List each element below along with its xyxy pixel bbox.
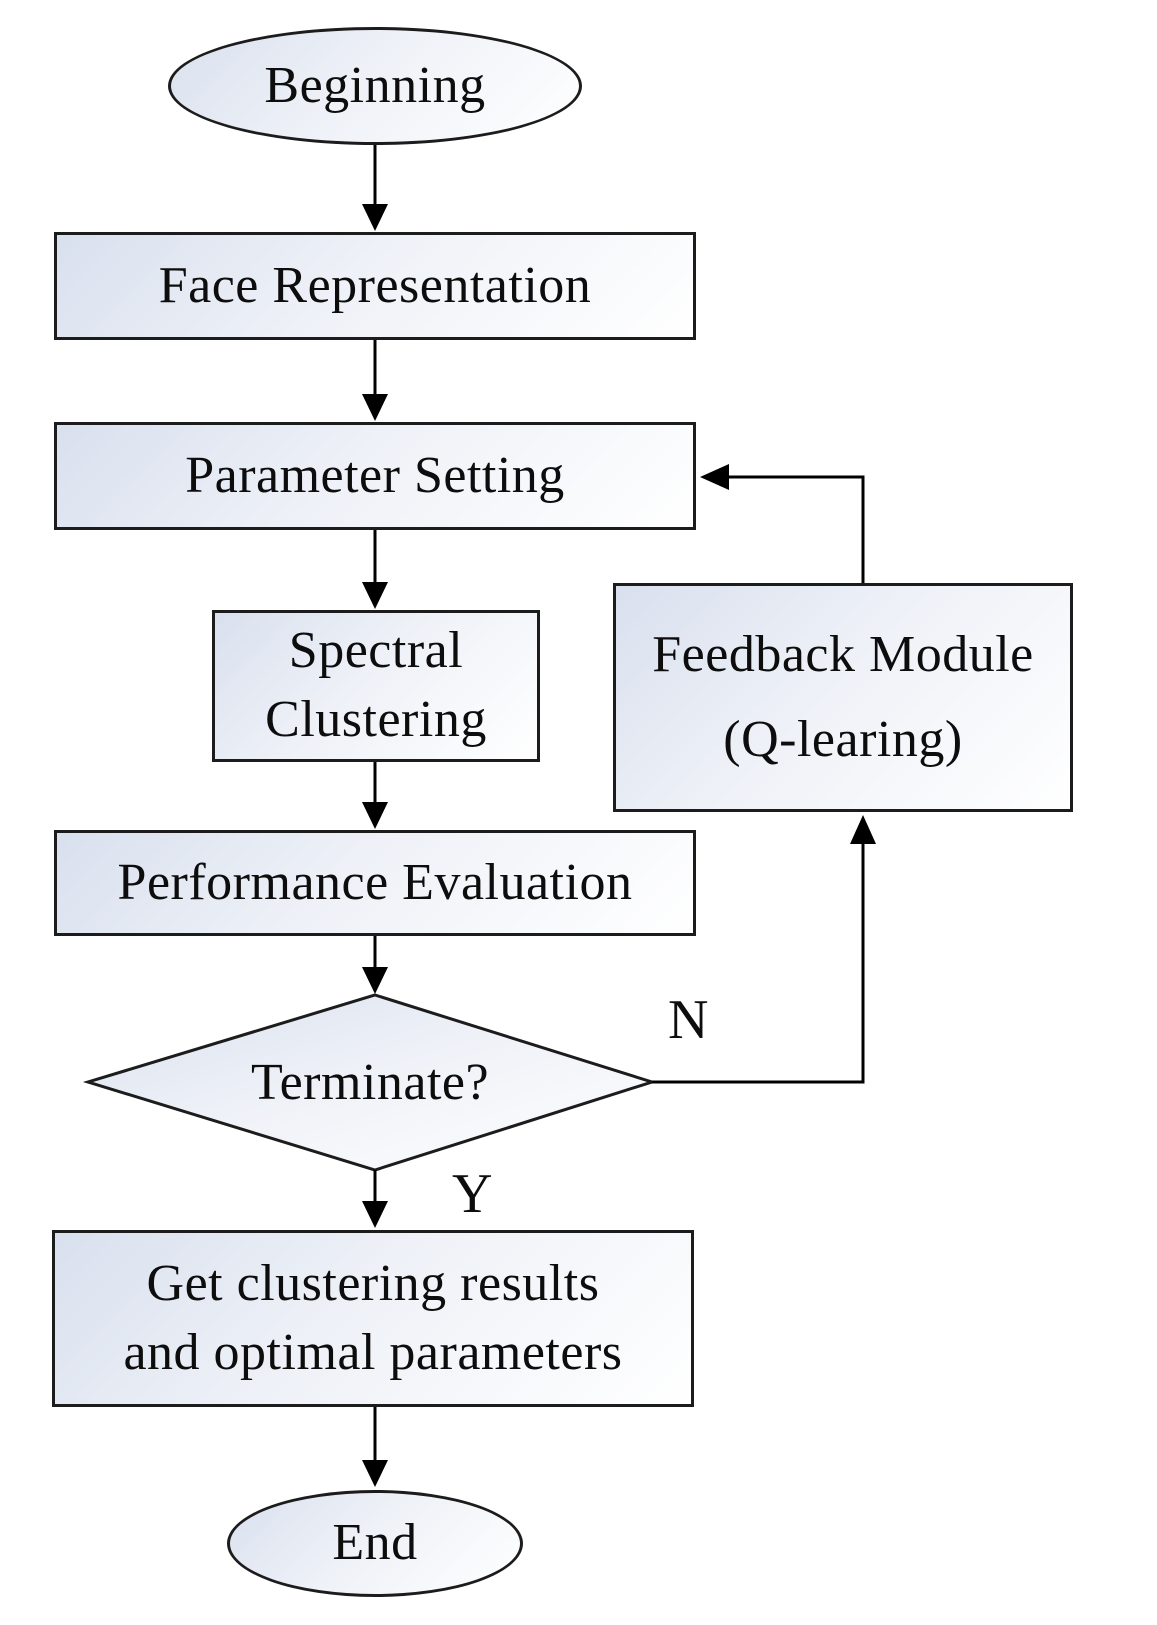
arrow-beginning-to-face-representation [362,145,388,231]
arrow-parameter-setting-to-spectral-clustering [362,530,388,609]
node-parameter-setting: Parameter Setting [54,422,696,530]
edge-label-no: N [668,989,709,1051]
node-end: End [227,1490,523,1597]
edge-label-yes: Y [452,1163,493,1225]
arrow-performance-evaluation-to-terminate [362,936,388,994]
node-feedback-module: Feedback Module (Q-learing) [613,583,1073,812]
arrow-face-representation-to-parameter-setting [362,340,388,421]
node-terminate-label: Terminate? [250,1054,490,1111]
arrow-feedback-module-to-parameter-setting [700,464,865,583]
arrow-get-results-to-end [362,1407,388,1487]
arrow-spectral-clustering-to-performance-evaluation [362,762,388,829]
node-performance-evaluation: Performance Evaluation [54,830,696,936]
node-spectral-clustering: Spectral Clustering [212,610,540,762]
node-face-representation: Face Representation [54,232,696,340]
arrow-terminate-yes-to-get-results [362,1170,388,1228]
node-get-results: Get clustering results and optimal param… [52,1230,694,1407]
arrow-terminate-no-to-feedback-module [652,815,876,1084]
node-beginning: Beginning [168,27,582,145]
